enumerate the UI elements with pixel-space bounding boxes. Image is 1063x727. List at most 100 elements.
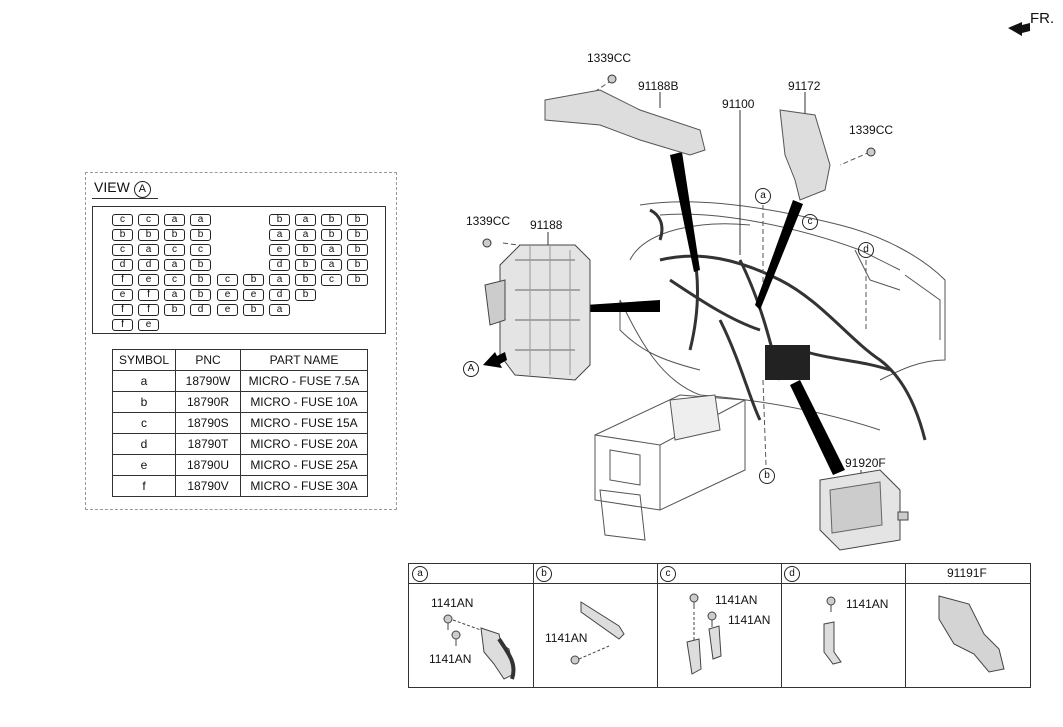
callout-91188b: 91188B [638, 79, 679, 93]
symbol-cell: c [112, 412, 176, 434]
fuse-slot: c [164, 244, 185, 256]
fuse-slot: c [321, 274, 342, 286]
mark-a: a [755, 188, 771, 204]
fuse-slot: b [295, 259, 316, 271]
fuse-slot: b [164, 304, 185, 316]
callout-91188: 91188 [530, 218, 563, 232]
nut-icons [482, 74, 876, 248]
symbol-cell: a [112, 370, 176, 392]
fuse-slot: b [112, 229, 133, 241]
fuse-slot: b [347, 244, 368, 256]
fuse-slot: b [347, 214, 368, 226]
fuse-slot: a [321, 259, 342, 271]
fuse-slot: c [164, 274, 185, 286]
fuse-slot: c [217, 274, 238, 286]
ecu-91920f [819, 469, 909, 551]
fuse-slot: f [112, 304, 133, 316]
callout-1339cc-top: 1339CC [587, 51, 632, 65]
fuse-slot: a [295, 229, 316, 241]
table-row: e 18790U MICRO - FUSE 25A [112, 454, 368, 476]
pnc-cell: 18790T [175, 433, 241, 455]
fuse-slot: e [243, 289, 264, 301]
pnc-cell: 18790U [175, 454, 241, 476]
header-symbol: SYMBOL [112, 349, 176, 371]
mark-c: c [802, 214, 818, 230]
fuse-slot: c [190, 244, 211, 256]
bracket-91172 [779, 109, 831, 201]
fuse-slot: b [190, 289, 211, 301]
detail-header-b: b [536, 566, 552, 582]
pnc-cell: 18790S [175, 412, 241, 434]
fuse-slot: e [269, 244, 290, 256]
fuse-slot: b [347, 229, 368, 241]
table-row: f 18790V MICRO - FUSE 30A [112, 475, 368, 497]
table-row: a 18790W MICRO - FUSE 7.5A [112, 370, 368, 392]
table-row: c 18790S MICRO - FUSE 15A [112, 412, 368, 434]
view-a-arrow-icon [483, 352, 507, 368]
center-console [594, 394, 746, 541]
fuse-slot: b [190, 229, 211, 241]
fuse-slot: b [295, 244, 316, 256]
symbol-cell: f [112, 475, 176, 497]
callout-91100: 91100 [722, 97, 755, 111]
fuse-slot: b [295, 289, 316, 301]
detail-d-label-1: 1141AN [846, 597, 889, 611]
detail-header-91191f: 91191F [947, 566, 987, 580]
fuse-slot: d [269, 289, 290, 301]
table-row: b 18790R MICRO - FUSE 10A [112, 391, 368, 413]
fuse-slot: f [112, 274, 133, 286]
pointer-wedges [585, 152, 845, 475]
symbol-cell: d [112, 433, 176, 455]
detail-header-d: d [784, 566, 800, 582]
detail-divider [657, 564, 658, 687]
fuse-slot: a [190, 214, 211, 226]
view-title-underline [92, 198, 158, 199]
view-title-text: VIEW [94, 179, 130, 195]
detail-header-divider [409, 583, 1030, 584]
symbol-cell: e [112, 454, 176, 476]
pnc-cell: 18790W [175, 370, 241, 392]
detail-c-label-2: 1141AN [728, 613, 771, 627]
front-arrow-icon [1008, 22, 1030, 36]
fuse-slot: d [138, 259, 159, 271]
fuse-slot: d [112, 259, 133, 271]
part-name-cell: MICRO - FUSE 25A [240, 454, 368, 476]
fuse-slot: d [269, 259, 290, 271]
fuse-slot: b [138, 229, 159, 241]
part-name-cell: MICRO - FUSE 30A [240, 475, 368, 497]
fr-label: FR. [1030, 10, 1055, 27]
detail-a-label-1: 1141AN [431, 596, 474, 610]
view-title-marker: A [133, 181, 151, 198]
fuse-slot: b [164, 229, 185, 241]
ecu-mount-block [765, 345, 810, 380]
detail-divider [533, 564, 534, 687]
fuse-slot: a [138, 244, 159, 256]
fuse-slot: e [217, 289, 238, 301]
fuse-slot: b [243, 274, 264, 286]
header-pnc: PNC [175, 349, 241, 371]
fuse-slot: f [112, 319, 133, 331]
fuse-slot: b [347, 259, 368, 271]
fuse-slot: c [112, 214, 133, 226]
fuse-slot: b [243, 304, 264, 316]
fuse-slot: d [190, 304, 211, 316]
fuse-slot: b [269, 214, 290, 226]
detail-divider [781, 564, 782, 687]
fuse-slot: b [321, 229, 342, 241]
detail-c-label-1: 1141AN [715, 593, 758, 607]
part-name-cell: MICRO - FUSE 7.5A [240, 370, 368, 392]
fuse-slot: f [138, 289, 159, 301]
fuse-slot: a [164, 214, 185, 226]
table-row: d 18790T MICRO - FUSE 20A [112, 433, 368, 455]
detail-divider [905, 564, 906, 687]
fuse-slot: a [295, 214, 316, 226]
callout-91920f: 91920F [845, 456, 886, 470]
fuse-slot: a [269, 304, 290, 316]
fuse-slot: e [112, 289, 133, 301]
callout-1339cc-left: 1339CC [466, 214, 511, 228]
fuse-slot: b [347, 274, 368, 286]
fuse-slot: a [164, 289, 185, 301]
junction-block-91188 [484, 244, 591, 381]
fuse-slot: b [190, 274, 211, 286]
